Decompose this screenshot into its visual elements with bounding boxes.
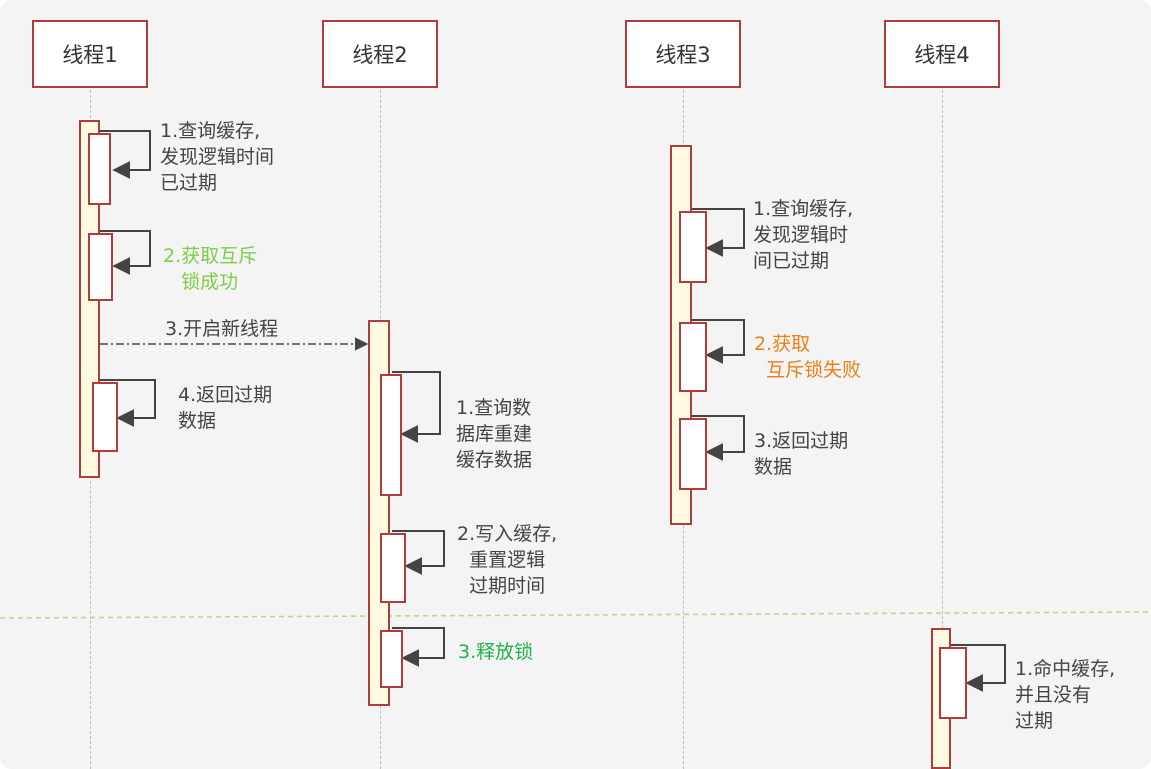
self-call-arrow bbox=[690, 319, 745, 364]
thread3-header: 线程3 bbox=[625, 20, 741, 88]
thread4-header: 线程4 bbox=[884, 20, 1000, 88]
thread2-step1-label: 1.查询数 据库重建 缓存数据 bbox=[456, 397, 533, 471]
self-call-arrow bbox=[392, 530, 445, 575]
thread1-header: 线程1 bbox=[32, 20, 148, 88]
thread4-step1-label: 1.命中缓存, 并且没有 过期 bbox=[1015, 658, 1116, 732]
thread3-query-box bbox=[679, 211, 707, 283]
thread1-query-box bbox=[88, 133, 111, 205]
thread1-step2-label: 2.获取互斥 锁成功 bbox=[163, 245, 258, 293]
thread1-step3-label: 3.开启新线程 bbox=[165, 318, 279, 340]
thread2-release-box bbox=[380, 630, 403, 688]
thread3-step1-label: 1.查询缓存, 发现逻辑时 间已过期 bbox=[753, 198, 854, 272]
thread4-hit-box bbox=[939, 647, 967, 719]
self-call-arrow bbox=[100, 230, 151, 275]
self-call-arrow bbox=[392, 371, 441, 443]
thread3-step3-label: 3.返回过期 数据 bbox=[754, 430, 849, 478]
thread1-return-box bbox=[92, 382, 118, 452]
self-call-arrow bbox=[690, 415, 745, 461]
thread4-lifeline bbox=[942, 90, 943, 769]
thread3-lock-box bbox=[679, 322, 707, 392]
phase-separator bbox=[0, 611, 1151, 619]
self-call-arrow bbox=[100, 379, 156, 427]
thread2-step3-label: 3.释放锁 bbox=[458, 641, 534, 663]
self-call-arrow bbox=[948, 644, 1006, 692]
thread1-step1-label: 1.查询缓存, 发现逻辑时间 已过期 bbox=[160, 120, 275, 194]
thread1-step4-label: 4.返回过期 数据 bbox=[178, 384, 273, 432]
thread2-header: 线程2 bbox=[322, 20, 438, 88]
self-call-arrow bbox=[392, 627, 445, 667]
thread3-return-box bbox=[679, 418, 707, 490]
thread3-step2-label: 2.获取 互斥锁失败 bbox=[754, 333, 862, 381]
self-call-arrow bbox=[100, 130, 151, 179]
thread2-step2-label: 2.写入缓存, 重置逻辑 过期时间 bbox=[457, 523, 558, 597]
thread2-write-box bbox=[380, 533, 406, 603]
self-call-arrow bbox=[690, 208, 745, 257]
thread2-rebuild-box bbox=[380, 374, 402, 496]
thread1-lock-box bbox=[88, 233, 113, 301]
